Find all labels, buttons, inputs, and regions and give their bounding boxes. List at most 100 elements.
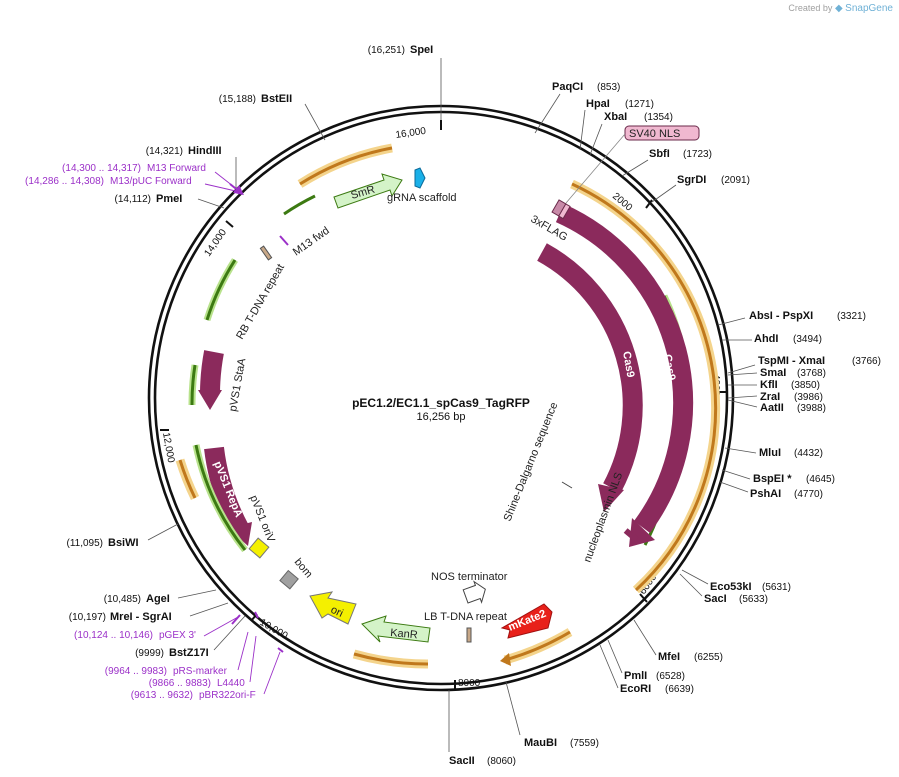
primer-name: M13 Forward [147, 163, 206, 174]
enzyme-name: PshAI [750, 488, 781, 500]
kanr-arrow[interactable] [361, 615, 431, 643]
enzyme-pshai[interactable]: PshAI (4770) [750, 488, 823, 500]
enzyme-xbai[interactable]: XbaI (1354) [604, 111, 673, 123]
green-arc-top-left[interactable] [283, 194, 316, 216]
enzyme-bstz17i[interactable]: (9999) BstZ17I [135, 647, 209, 659]
enzyme-spei[interactable]: (16,251) SpeI [368, 44, 433, 56]
watermark: Created by ◆ SnapGene [788, 3, 893, 14]
enzyme-name: SgrDI [677, 174, 706, 186]
orange-arc-top[interactable] [299, 146, 393, 186]
orange-arc-left[interactable] [178, 459, 197, 499]
enzyme-mrei-sgrai[interactable]: (10,197) MreI - SgrAI [69, 611, 172, 623]
enzyme-name: MluI [759, 447, 781, 459]
enzyme-ecori[interactable]: EcoRI (6639) [620, 683, 694, 695]
enzyme-mfei[interactable]: MfeI (6255) [658, 651, 723, 663]
grna-scaffold-arrow[interactable] [414, 167, 426, 189]
nucleoplasmin-nls-box[interactable] [623, 528, 639, 542]
enzyme-name: BsiWI [108, 537, 139, 549]
enzyme-pos: (7559) [570, 738, 599, 749]
enzyme-eco53ki[interactable]: Eco53kI (5631) [710, 581, 791, 593]
enzyme-bsiwi[interactable]: (11,095) BsiWI [66, 537, 138, 549]
tick-label-14000: 14,000 [202, 227, 229, 259]
enzyme-aatii[interactable]: AatII (3988) [760, 402, 826, 414]
enzyme-smai[interactable]: SmaI (3768) [760, 367, 826, 379]
sv40-nls-callout[interactable] [624, 125, 700, 141]
enzyme-saci[interactable]: SacI (5633) [704, 593, 768, 605]
enzyme-name: AhdI [754, 333, 778, 345]
enzyme-maubi[interactable]: MauBI (7559) [524, 737, 599, 749]
primer-pgex3[interactable]: (10,124 .. 10,146) pGEX 3' [74, 630, 196, 641]
enzyme-name: Eco53kI [710, 581, 752, 593]
enzyme-agei[interactable]: (10,485) AgeI [104, 593, 170, 605]
enzyme-bspei[interactable]: BspEI * (4645) [753, 473, 835, 485]
cas9-outer-arc[interactable] [555, 203, 694, 533]
ori-arrow[interactable] [309, 591, 357, 625]
tick-16000: 16,000 [395, 120, 442, 141]
mkate2-arrow[interactable] [500, 603, 553, 639]
enzyme-absi-pspxi[interactable]: AbsI - PspXI (3321) [749, 310, 866, 322]
enzyme-sgrdi[interactable]: SgrDI (2091) [677, 174, 750, 186]
nos-terminator-label: NOS terminator [431, 571, 508, 583]
enzyme-pmei[interactable]: (14,112) PmeI [114, 193, 182, 205]
enzyme-pos: (5631) [762, 582, 791, 593]
sv40-nls-box[interactable] [558, 203, 571, 220]
enzyme-name: BstZ17I [169, 647, 209, 659]
enzyme-mlui[interactable]: MluI (4432) [759, 447, 823, 459]
green-arc-left-upper[interactable] [205, 259, 237, 321]
enzyme-sacii[interactable]: SacII (8060) [449, 755, 516, 767]
enzyme-pos: (8060) [487, 756, 516, 767]
orange-arc-kan[interactable] [353, 652, 429, 666]
orange-arc-top-halo [297, 143, 393, 188]
sv40-nls-label: SV40 NLS [629, 128, 680, 140]
enzyme-paqci[interactable]: PaqCI (853) [552, 81, 620, 93]
pvs1-repa-arrowhead [228, 522, 252, 546]
bom-box[interactable] [279, 569, 299, 590]
m13-fwd-mark[interactable] [279, 235, 289, 246]
pvs1-oriv-box[interactable] [248, 537, 270, 559]
enzyme-ahdi[interactable]: AhdI (3494) [754, 333, 822, 345]
tick-12000: 12,000 [160, 429, 176, 464]
orange-arc-bottom-arrowhead [500, 653, 511, 666]
nos-terminator-arrow[interactable] [462, 579, 489, 607]
enzyme-pos: (4770) [794, 489, 823, 500]
enzyme-bsteii[interactable]: (15,188) BstEII [219, 93, 292, 105]
primer-prs-marker[interactable]: (9964 .. 9983) pRS-marker [105, 666, 228, 677]
primer-pbr322ori-f[interactable]: (9613 .. 9632) pBR322ori-F [131, 690, 256, 701]
enzyme-zrai[interactable]: ZraI (3986) [760, 391, 823, 403]
enzyme-name: EcoRI [620, 683, 651, 695]
enzyme-pos: (3766) [852, 356, 881, 367]
lb-repeat-label: LB T-DNA repeat [424, 611, 507, 623]
pvs1-repa-arc[interactable] [204, 446, 249, 535]
primer-pos: (9866 .. 9883) [149, 678, 211, 689]
m13-forward-mark [229, 183, 244, 196]
primer-l4440[interactable]: (9866 .. 9883) L4440 [149, 678, 246, 689]
primer-m13-forward[interactable]: (14,300 .. 14,317) M13 Forward [62, 163, 206, 174]
enzyme-hpai[interactable]: HpaI (1271) [586, 98, 654, 110]
orange-arc-outer[interactable] [571, 182, 718, 592]
pvs1-staa-label: pVS1 StaA [227, 357, 248, 413]
cas9-inner-arc[interactable] [537, 243, 643, 493]
enzyme-pos: (1723) [683, 149, 712, 160]
enzyme-name: SbfI [649, 148, 670, 160]
primer-m13-puc-forward[interactable]: (14,286 .. 14,308) M13/pUC Forward [25, 176, 192, 187]
pvs1-staa-arc[interactable] [200, 350, 224, 393]
lb-repeat-box[interactable] [466, 627, 472, 643]
enzyme-pos: (1354) [644, 112, 673, 123]
smr-arrow[interactable] [333, 173, 403, 209]
enzyme-pos: (15,188) [219, 94, 256, 105]
tick-14000: 14,000 [202, 220, 234, 259]
enzyme-hindiii[interactable]: (14,321) HindIII [146, 145, 222, 157]
enzyme-pmli[interactable]: PmlI (6528) [624, 670, 685, 682]
m13-fwd-label: M13 fwd [291, 225, 332, 259]
enzyme-sbfi[interactable]: SbfI (1723) [649, 148, 712, 160]
enzyme-pos: (10,485) [104, 594, 141, 605]
enzyme-tspmi-xmai[interactable]: TspMI - XmaI (3766) [758, 355, 881, 367]
green-arc-left-lower[interactable] [194, 444, 247, 551]
green-arc-left-mid[interactable] [190, 364, 197, 406]
enzyme-kfli[interactable]: KflI (3850) [760, 379, 820, 391]
tick-label-12000: 12,000 [160, 432, 176, 464]
enzyme-pos: (2091) [721, 175, 750, 186]
rb-repeat-box[interactable] [259, 245, 273, 261]
shine-dalgarno-mark [561, 481, 573, 489]
